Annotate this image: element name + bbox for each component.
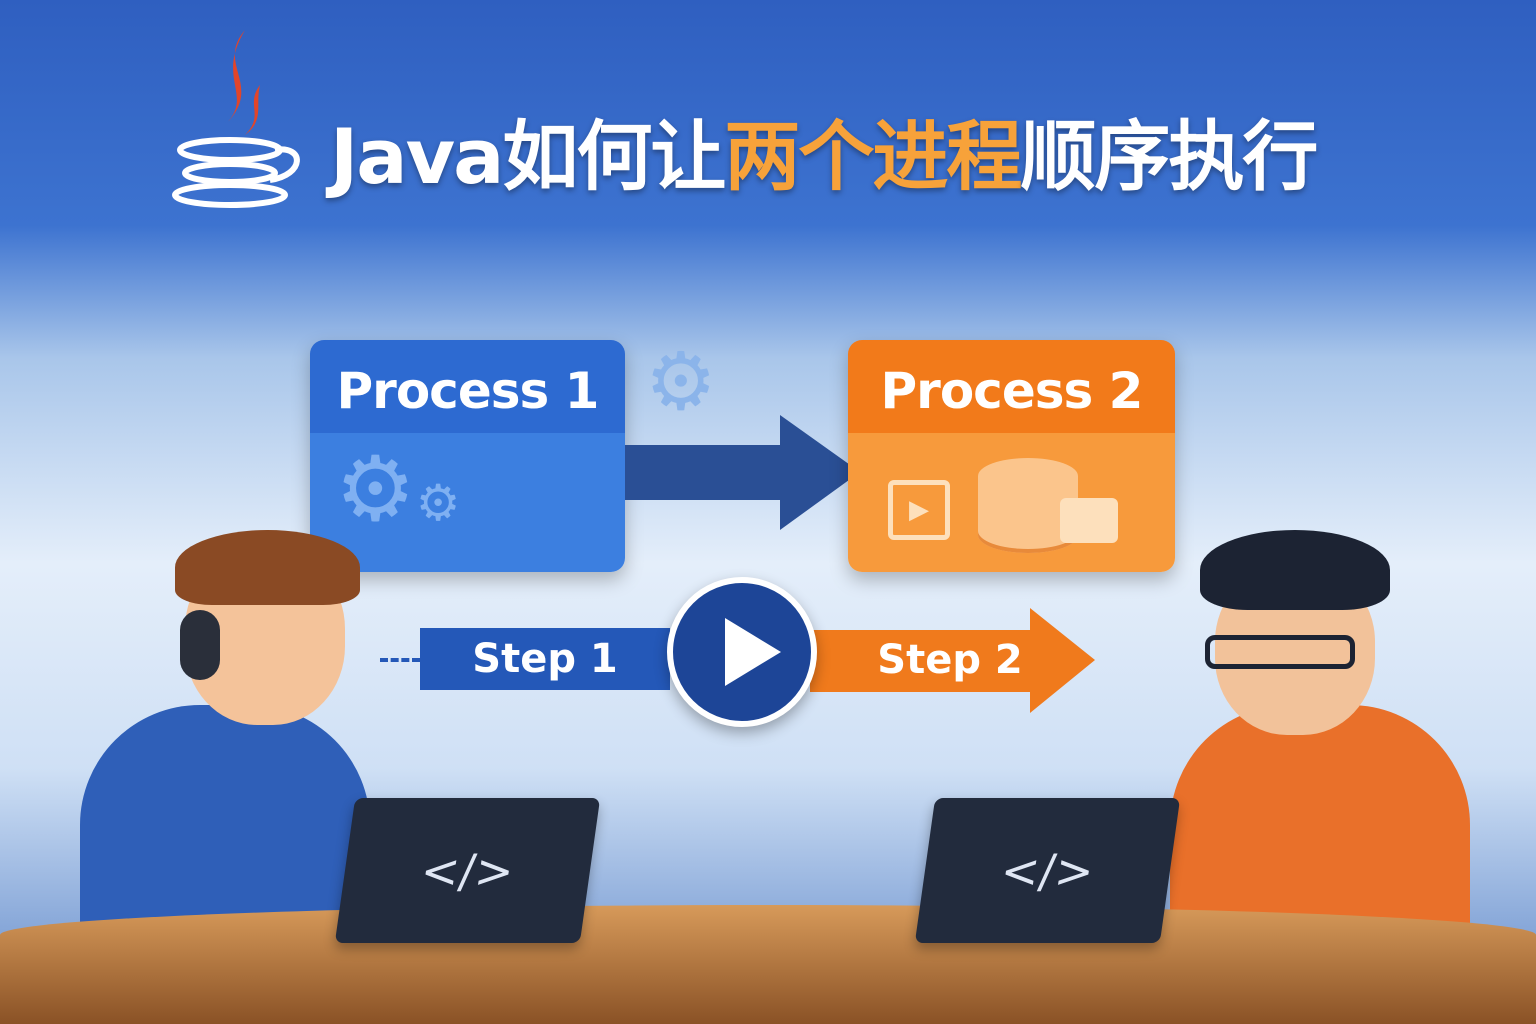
gears-icon: ⚙⚙	[335, 437, 461, 542]
process-2-card: Process 2 ▶	[848, 340, 1175, 572]
process-1-label: Process 1	[336, 362, 600, 420]
page-title: Java如何让两个进程顺序执行	[330, 95, 1318, 205]
gear-icon: ⚙	[645, 335, 717, 428]
person-right	[1160, 530, 1480, 935]
java-logo-icon	[165, 25, 305, 225]
step-1-label: Step 1	[472, 636, 618, 682]
headset-icon	[180, 610, 220, 680]
box-icon	[1060, 498, 1118, 543]
dashed-line	[380, 658, 420, 662]
title-prefix: Java如何让	[330, 112, 726, 201]
code-icon: </>	[997, 843, 1098, 898]
play-icon	[725, 618, 781, 686]
step-1-banner: Step 1	[420, 628, 670, 690]
arrow-process1-to-process2	[625, 415, 865, 534]
step-2-label: Step 2	[877, 637, 1023, 683]
code-icon: </>	[417, 843, 518, 898]
desk	[0, 905, 1536, 1024]
title-highlight: 两个进程	[724, 112, 1022, 201]
step-2-arrow	[810, 608, 1100, 717]
process-1-card: Process 1 ⚙⚙	[310, 340, 625, 572]
laptop-left: </>	[334, 798, 601, 943]
laptop-right: </>	[914, 798, 1181, 943]
person-left	[80, 530, 380, 935]
step-2-label-wrap: Step 2	[860, 630, 1040, 690]
title-suffix: 顺序执行	[1020, 112, 1318, 201]
process-2-label: Process 2	[880, 362, 1144, 420]
play-button[interactable]	[667, 577, 817, 727]
calendar-play-icon: ▶	[888, 480, 950, 540]
glasses-icon	[1205, 635, 1355, 669]
